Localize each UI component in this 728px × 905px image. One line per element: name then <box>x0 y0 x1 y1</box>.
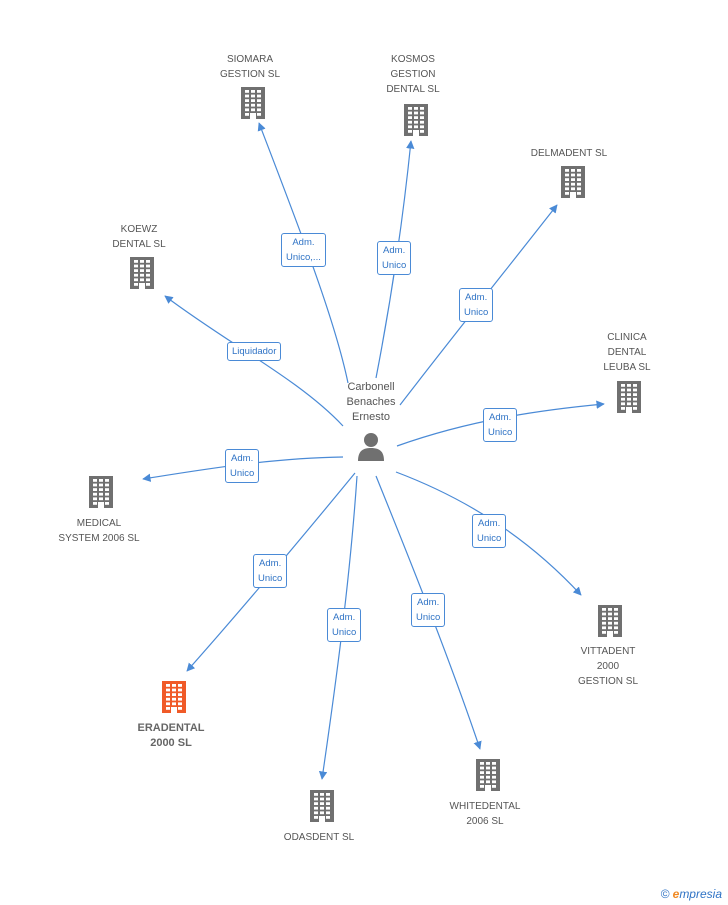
building-icon-kosmos[interactable] <box>403 104 429 141</box>
brand-initial: e <box>672 887 680 901</box>
company-name-delmadent[interactable]: DELMADENT SL <box>530 148 608 159</box>
edge-label-odasdent[interactable]: Adm. Unico <box>327 608 362 642</box>
person-node-carbonell[interactable]: Carbonell Benaches Ernesto <box>321 380 421 461</box>
building-icon-medical[interactable] <box>88 476 114 513</box>
company-name-koewz[interactable]: KOEWZ DENTAL SL <box>112 224 166 250</box>
building-icon-delmadent[interactable] <box>560 166 586 203</box>
edge-label-eradental[interactable]: Adm. Unico <box>253 554 288 588</box>
person-name: Carbonell Benaches Ernesto <box>346 381 396 423</box>
empresia-footer[interactable]: ©empresia <box>661 887 722 901</box>
company-name-medical[interactable]: MEDICAL SYSTEM 2006 SL <box>58 518 140 544</box>
edge-line-koewz <box>164 295 344 427</box>
copyright-symbol: © <box>660 887 670 901</box>
company-name-siomara[interactable]: SIOMARA GESTION SL <box>219 54 280 80</box>
building-icon-koewz[interactable] <box>129 257 155 294</box>
building-icon-siomara[interactable] <box>240 87 266 124</box>
building-icon-clinica[interactable] <box>616 381 642 418</box>
company-name-odasdent[interactable]: ODASDENT SL <box>283 832 355 843</box>
person-icon <box>358 433 384 461</box>
edge-label-koewz[interactable]: Liquidador <box>227 342 282 361</box>
building-icon-vittadent[interactable] <box>597 605 623 642</box>
building-icon-odasdent[interactable] <box>309 790 335 827</box>
edge-line-siomara <box>257 122 349 384</box>
company-name-whitedental[interactable]: WHITEDENTAL 2006 SL <box>449 801 521 827</box>
edge-label-clinica[interactable]: Adm. Unico <box>483 408 518 442</box>
company-name-clinica[interactable]: CLINICA DENTAL LEUBA SL <box>603 332 651 373</box>
company-name-kosmos[interactable]: KOSMOS GESTION DENTAL SL <box>386 54 440 95</box>
company-name-vittadent[interactable]: VITTADENT 2000 GESTION SL <box>577 646 638 687</box>
brand-name: mpresia <box>679 887 722 901</box>
edge-label-whitedental[interactable]: Adm. Unico <box>411 593 446 627</box>
building-icon-whitedental[interactable] <box>475 759 501 796</box>
building-icon-eradental[interactable] <box>161 681 187 718</box>
edge-label-kosmos[interactable]: Adm. Unico <box>377 241 412 275</box>
company-name-eradental[interactable]: ERADENTAL 2000 SL <box>137 722 205 749</box>
edge-label-delmadent[interactable]: Adm. Unico <box>459 288 494 322</box>
edge-label-medical[interactable]: Adm. Unico <box>225 449 260 483</box>
edge-label-siomara[interactable]: Adm. Unico,... <box>281 233 326 267</box>
edge-label-vittadent[interactable]: Adm. Unico <box>472 514 507 548</box>
